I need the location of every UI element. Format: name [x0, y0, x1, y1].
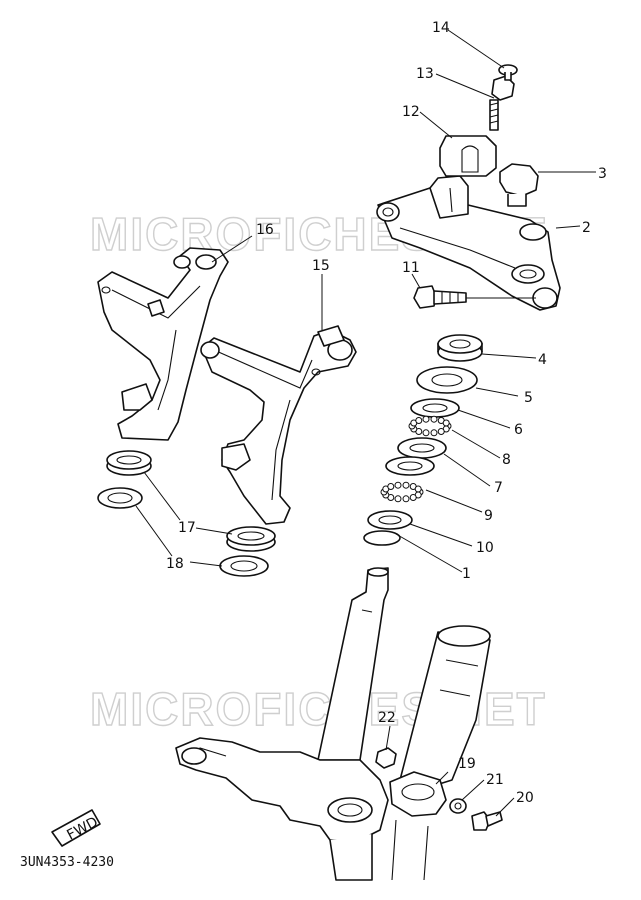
callout-6: 6 [514, 422, 523, 438]
bearing-ball [415, 417, 423, 424]
washer-part-21 [449, 798, 467, 814]
bearing-ball [422, 415, 430, 423]
collar-part-17-left [106, 450, 152, 476]
steering-stem [175, 567, 389, 881]
bearing-ball [422, 429, 430, 437]
callout-20: 20 [516, 790, 534, 806]
bracket-part-16 [97, 247, 229, 441]
callout-12: 12 [402, 104, 420, 120]
bolt-part-11 [413, 285, 467, 309]
bearing-ball [394, 481, 402, 489]
bearing-ball [394, 495, 402, 503]
nut-part-4 [437, 334, 483, 362]
collar-part-17-right [226, 526, 276, 552]
bearing-ball [387, 483, 395, 490]
callout-10: 10 [476, 540, 494, 556]
ball-bearing-part-9 [380, 481, 424, 503]
callout-15: 15 [312, 258, 330, 274]
bearing-ball [430, 415, 438, 423]
race-part-6 [410, 398, 460, 418]
callout-2: 2 [582, 220, 591, 236]
bolt-part-20 [471, 811, 503, 831]
callout-5: 5 [524, 390, 533, 406]
callout-11: 11 [402, 260, 420, 276]
callout-7: 7 [494, 480, 503, 496]
washer-part-5 [416, 366, 478, 394]
bearing-ball [402, 481, 410, 489]
bearing-ball [442, 419, 450, 427]
ball-bearing-part-8 [408, 415, 452, 437]
seal-part-7b [385, 456, 435, 476]
callout-16: 16 [256, 222, 274, 238]
washer-part-18-left [97, 487, 143, 509]
diagram-code: 3UN4353-4230 [20, 855, 114, 870]
bearing-ball [414, 485, 422, 493]
bolt-part-3 [499, 163, 539, 207]
bearing-ball [430, 429, 438, 437]
race-part-10 [367, 510, 413, 530]
callout-17: 17 [178, 520, 196, 536]
callout-18: 18 [166, 556, 184, 572]
clamp-part-19 [389, 771, 447, 817]
nut-part-22 [375, 747, 397, 769]
bearing-ball [437, 428, 445, 435]
holder-cap-part-12 [439, 135, 497, 177]
bearing-ball [402, 495, 410, 503]
callout-13: 13 [416, 66, 434, 82]
bearing-ball [409, 494, 417, 501]
race-part-7 [397, 437, 447, 459]
fork-tube [391, 625, 491, 881]
bolt-part-13 [489, 75, 515, 131]
leader-lines [135, 29, 596, 817]
washer-part-18-right [219, 555, 269, 577]
callout-3: 3 [598, 166, 607, 182]
callout-22: 22 [378, 710, 396, 726]
upper-bracket-part-2 [376, 175, 561, 311]
callout-19: 19 [458, 756, 476, 772]
callout-21: 21 [486, 772, 504, 788]
callout-4: 4 [538, 352, 547, 368]
bracket-part-15 [200, 325, 357, 525]
forward-direction-badge: FWD [51, 809, 101, 847]
callout-1: 1 [462, 566, 471, 582]
callout-9: 9 [484, 508, 493, 524]
seal-part-1 [363, 530, 401, 546]
callout-14: 14 [432, 20, 450, 36]
callout-8: 8 [502, 452, 511, 468]
